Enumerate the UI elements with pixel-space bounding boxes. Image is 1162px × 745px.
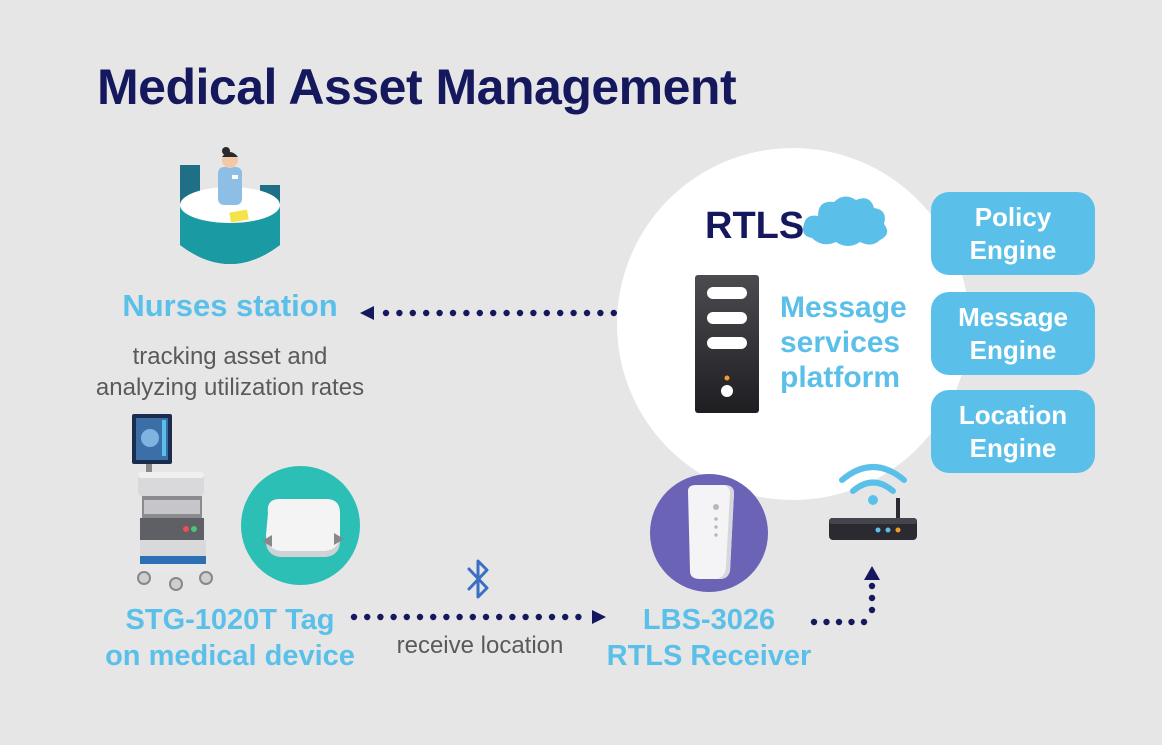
- connector-dot: [382, 309, 390, 317]
- connector-dot: [868, 606, 876, 614]
- connector-dot: [835, 618, 843, 626]
- connector-dot: [810, 618, 818, 626]
- connector-dot: [860, 618, 868, 626]
- connector-dot: [390, 613, 397, 621]
- engine-label-line: Policy: [974, 201, 1052, 232]
- connector-dot: [350, 613, 358, 621]
- connector-dot: [503, 309, 510, 317]
- connector-dot: [469, 613, 476, 621]
- connector-dot: [490, 309, 497, 317]
- engine-label-line: Location: [958, 399, 1068, 430]
- msp-label-line: platform: [780, 361, 900, 394]
- connector-dot: [449, 309, 457, 317]
- rtls-to-nurses-arrow: [360, 306, 658, 320]
- connector-dot: [423, 309, 430, 317]
- connector-dot: [496, 613, 503, 621]
- connector-dot: [403, 613, 410, 621]
- engine-label-line: Engine: [969, 234, 1057, 265]
- connector-dot: [597, 309, 604, 317]
- connector-dot: [868, 594, 876, 602]
- connector-dot: [416, 613, 424, 621]
- connector-dot: [575, 613, 582, 621]
- connector-dot: [543, 309, 550, 317]
- receiver-label: LBS-3026 RTLS Receiver: [590, 602, 828, 674]
- connector-dot: [463, 309, 470, 317]
- nurse-station-icon: [180, 147, 280, 264]
- receive-location-label: receive location: [396, 632, 564, 659]
- message-services-platform-label: Message services platform: [780, 290, 907, 395]
- connector-dot: [430, 613, 437, 621]
- nurses-station-label: Nurses station: [122, 288, 338, 323]
- connector-dot: [583, 309, 591, 317]
- connector-dot: [409, 309, 416, 317]
- tag-to-receiver-arrow: [350, 610, 606, 624]
- engine-label-line: Engine: [969, 334, 1057, 365]
- connector-dot: [443, 613, 450, 621]
- engine-label-line: Engine: [969, 432, 1057, 463]
- engine-label-line: Message: [958, 301, 1068, 332]
- nurses-description-line: tracking asset and: [132, 343, 328, 370]
- msp-label-line: services: [780, 326, 901, 359]
- connector-dot: [522, 613, 529, 621]
- nurses-description-line: analyzing utilization rates: [95, 374, 365, 401]
- cloud-icon: [803, 196, 888, 246]
- connector-dot: [562, 613, 569, 621]
- connector-dot: [548, 613, 556, 621]
- connector-dot: [436, 309, 443, 317]
- connector-dot: [610, 309, 617, 317]
- nurses-station-description: tracking asset and analyzing utilization…: [70, 341, 390, 403]
- receiver-device-icon: [688, 485, 734, 579]
- rtls-platform-circle: [617, 148, 969, 500]
- connector-dot: [482, 613, 490, 621]
- connector-dot: [570, 309, 577, 317]
- receiver-to-router-arrow: [810, 566, 880, 626]
- receiver-label-line: LBS-3026: [642, 604, 776, 636]
- connector-dot: [823, 618, 830, 626]
- medical-cart-icon: [132, 414, 213, 591]
- bluetooth-icon: [467, 559, 489, 599]
- tag-label-line: on medical device: [105, 640, 355, 672]
- connector-dot: [530, 309, 537, 317]
- connector-dot: [396, 309, 403, 317]
- tag-device-icon: [262, 499, 344, 557]
- connector-dot: [535, 613, 542, 621]
- server-icon: [695, 275, 759, 413]
- tag-label: STG-1020T Tag on medical device: [90, 602, 370, 674]
- rtls-label: RTLS: [705, 205, 805, 247]
- connector-dot: [509, 613, 516, 621]
- connector-dot: [364, 613, 371, 621]
- connector-dot: [557, 309, 564, 317]
- connector-dot: [456, 613, 463, 621]
- connector-dot: [476, 309, 483, 317]
- connector-dot: [516, 309, 524, 317]
- receiver-label-line: RTLS Receiver: [606, 640, 812, 672]
- tag-label-line: STG-1020T Tag: [125, 604, 335, 636]
- connector-dot: [377, 613, 384, 621]
- msp-label-line: Message: [780, 291, 907, 324]
- wifi-router-icon: [829, 464, 917, 540]
- connector-dot: [868, 582, 876, 590]
- connector-dot: [848, 618, 855, 626]
- page-title: Medical Asset Management: [97, 59, 737, 115]
